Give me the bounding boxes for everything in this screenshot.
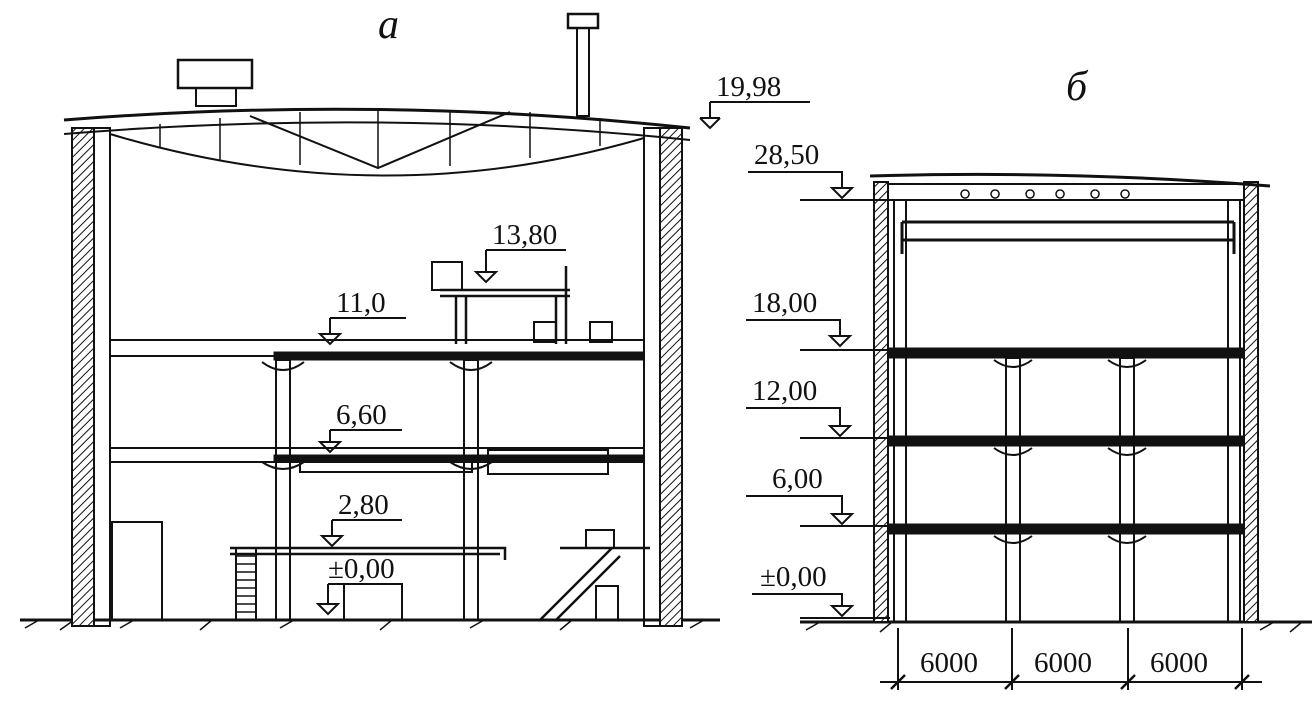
equipment-box-1 [533, 321, 557, 343]
right-wall-b [1243, 181, 1259, 623]
ground-stair-left-treads [236, 555, 256, 613]
elevation-b-600: 6,00 [746, 463, 890, 527]
elevation-b-label-000: ±0,00 [760, 561, 827, 593]
floor-slab-b-12 [887, 435, 1245, 447]
column-b-edge-left [893, 199, 907, 623]
equipment-tank-upper [431, 261, 463, 291]
column-b-1 [1005, 357, 1021, 623]
dimension-chain-b: 6000 6000 6000 [880, 628, 1262, 690]
elevation-b-mark-600 [746, 495, 890, 527]
beam-660-a [299, 461, 473, 473]
elevation-b-label-1200: 12,00 [752, 375, 817, 407]
section-b-title: б [1066, 64, 1089, 110]
elevation-a-label-000: ±0,00 [328, 553, 395, 585]
elevation-b-label-600: 6,00 [772, 463, 823, 495]
ground-box-right [595, 585, 619, 621]
elevation-b-label-2850: 28,50 [754, 139, 819, 171]
section-b: б 28,50 18,00 12,00 [746, 64, 1312, 690]
elevation-a-mark-110 [317, 317, 406, 346]
truss-verticals [159, 110, 601, 168]
ground-machine [343, 583, 403, 621]
roof-insulation-b [960, 189, 1130, 199]
elevation-b-mark-000 [752, 593, 890, 619]
elevation-a-label-1380: 13,80 [492, 219, 557, 251]
roof-top-b [869, 172, 1271, 188]
elevation-a-1998: 19,98 [699, 71, 810, 130]
floor-slab-11-dark [273, 351, 645, 361]
column-a-1 [275, 359, 291, 621]
left-column-a [93, 127, 111, 627]
roof-slab-b [887, 183, 1245, 201]
column-b-edge-right [1227, 199, 1241, 623]
elevation-b-mark-1800 [746, 319, 890, 351]
elevation-b-2850: 28,50 [748, 139, 890, 201]
floor-slab-660-dark [273, 454, 645, 462]
roof-ventilator-base [195, 87, 237, 107]
span-label-3: 6000 [1150, 647, 1208, 679]
elevation-a-mark-660 [317, 429, 402, 454]
span-label-1: 6000 [920, 647, 978, 679]
truss-diagonals [249, 111, 511, 170]
column-capitals-b [993, 359, 1147, 544]
elevation-a-110: 11,0 [317, 287, 406, 346]
right-wall-a [659, 127, 683, 627]
truss-bottom-chord [109, 133, 645, 177]
elevation-a-label-1998: 19,98 [716, 71, 781, 103]
ground-hatch-b [805, 621, 1303, 633]
elevation-b-000: ±0,00 [752, 561, 890, 619]
elevation-a-mark-280 [319, 519, 402, 548]
elevation-a-label-110: 11,0 [336, 287, 386, 319]
roof-top-a [63, 107, 691, 130]
right-column-a [643, 127, 661, 627]
elevation-a-mark-000 [315, 583, 392, 616]
floor-slab-b-6 [887, 523, 1245, 535]
equipment-box-2 [589, 321, 613, 343]
chimney-pipe [576, 27, 590, 117]
elevation-b-1200: 12,00 [746, 375, 890, 439]
elevation-a-label-660: 6,60 [336, 399, 387, 431]
column-capitals-a [261, 361, 493, 470]
roof-ventilator-box [176, 58, 254, 90]
roof-beam-b [900, 220, 1236, 254]
ground-hatch-a [24, 619, 705, 631]
platform-1380 [440, 266, 570, 344]
elevation-b-label-1800: 18,00 [752, 287, 817, 319]
elevation-a-label-280: 2,80 [338, 489, 389, 521]
roof-bottom-a [63, 121, 691, 141]
column-b-2 [1119, 357, 1135, 623]
section-a-title: а [378, 2, 399, 48]
elevation-a-1380: 13,80 [473, 219, 566, 284]
span-label-2: 6000 [1034, 647, 1092, 679]
duct-660 [487, 449, 609, 475]
left-wall-a [71, 127, 95, 627]
elevation-b-1800: 18,00 [746, 287, 890, 351]
elevation-b-mark-1200 [746, 407, 890, 439]
dimension-lines-b [880, 628, 1262, 690]
elevation-a-280: 2,80 [319, 489, 402, 548]
ground-equipment-left [111, 521, 163, 621]
ground-stair-left [235, 547, 257, 621]
elevation-a-mark-1380 [473, 249, 566, 284]
elevation-b-mark-2850 [748, 171, 890, 201]
elevation-a-000: ±0,00 [315, 553, 395, 616]
chimney-cap [566, 12, 600, 30]
left-wall-b [873, 181, 889, 623]
section-a: а [20, 2, 810, 631]
floor-slab-b-18 [887, 347, 1245, 359]
column-a-2 [463, 359, 479, 621]
elevation-a-mark-1998 [699, 101, 810, 130]
ground-tank-right [585, 529, 615, 549]
elevation-a-660: 6,60 [317, 399, 402, 454]
dimension-ticks-b [890, 674, 1250, 690]
